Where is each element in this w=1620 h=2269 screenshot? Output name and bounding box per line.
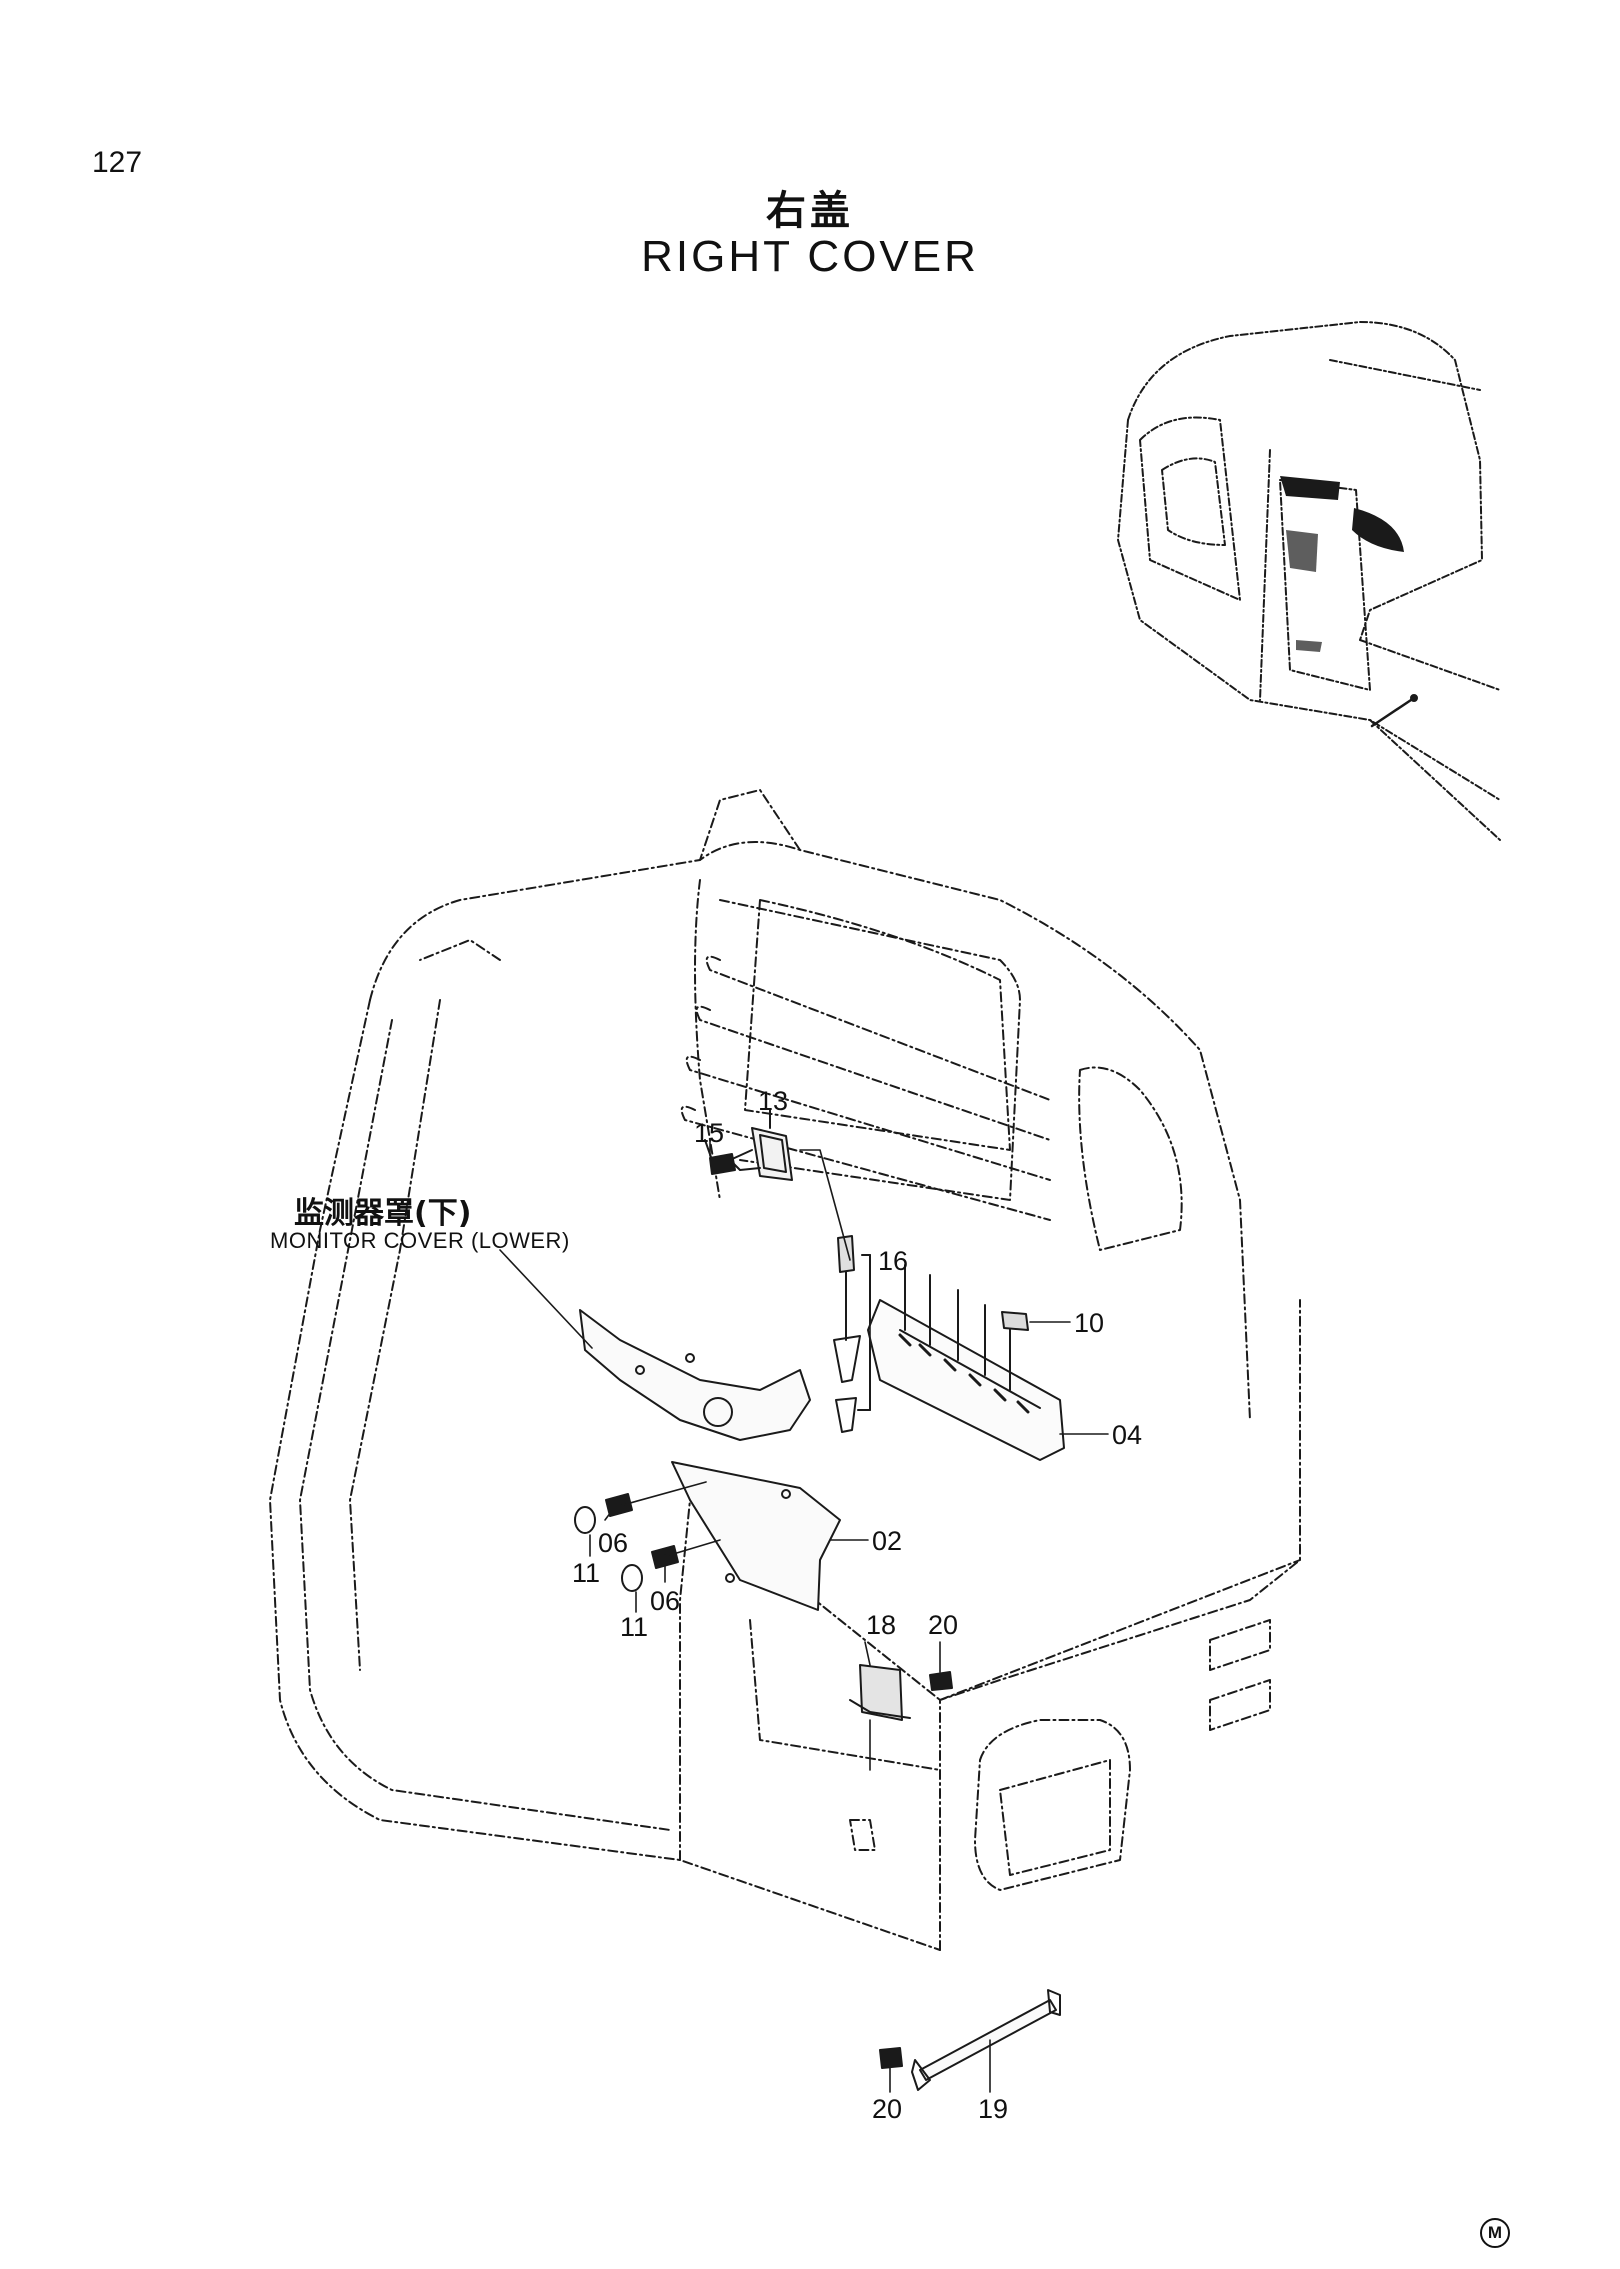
callout-04: 04 — [1112, 1420, 1143, 1450]
cab-frame-outline — [269, 789, 1301, 1951]
part-15-screw — [704, 1139, 736, 1175]
callout-18: 18 — [866, 1610, 897, 1640]
cab-rear-window — [680, 899, 1051, 1221]
part-19-stay — [911, 1989, 1061, 2091]
part-02-panel — [671, 1461, 841, 1611]
monitor-cover-lower-part — [579, 1309, 811, 1441]
part-18-bracket — [849, 1664, 911, 1721]
cab-lower-panel — [749, 1619, 1271, 1891]
page-title: RIGHT COVER — [641, 232, 979, 281]
callout-06-lower: 06 — [650, 1586, 681, 1616]
callout-19: 19 — [978, 2094, 1009, 2124]
inset-cover-pointer — [1370, 694, 1418, 728]
callout-06-upper: 06 — [598, 1528, 629, 1558]
part-13-bracket — [729, 1109, 793, 1181]
callout-10: 10 — [1074, 1308, 1105, 1338]
callout-20-upper: 20 — [928, 1610, 959, 1640]
callout-11-upper: 11 — [572, 1558, 601, 1588]
cab-side-window — [1078, 1066, 1183, 1251]
callout-15: 15 — [694, 1118, 725, 1148]
page-number: 127 — [92, 146, 143, 179]
subassembly-label: MONITOR COVER (LOWER) — [270, 1228, 570, 1253]
subassembly-label-chinese: 监测器罩(下) — [294, 1196, 472, 1231]
part-20-bolts — [879, 1671, 953, 2069]
page-title-chinese: 右盖 — [766, 188, 854, 234]
inset-vent-grilles — [1280, 476, 1404, 652]
part-04-cover — [867, 1264, 1065, 1461]
callout-11-lower: 11 — [620, 1612, 649, 1642]
callout-13: 13 — [758, 1086, 789, 1116]
callout-02: 02 — [872, 1526, 903, 1556]
callout-leader-lines — [499, 1109, 1109, 2093]
part-11-caps — [574, 1506, 643, 1592]
cab-location-inset — [1117, 321, 1501, 841]
footer-circled-mark: M — [1480, 2218, 1510, 2248]
part-10-clip — [1001, 1311, 1029, 1331]
part-16-clips — [833, 1235, 871, 1433]
callout-20-lower: 20 — [872, 2094, 903, 2124]
callout-16: 16 — [878, 1246, 909, 1276]
